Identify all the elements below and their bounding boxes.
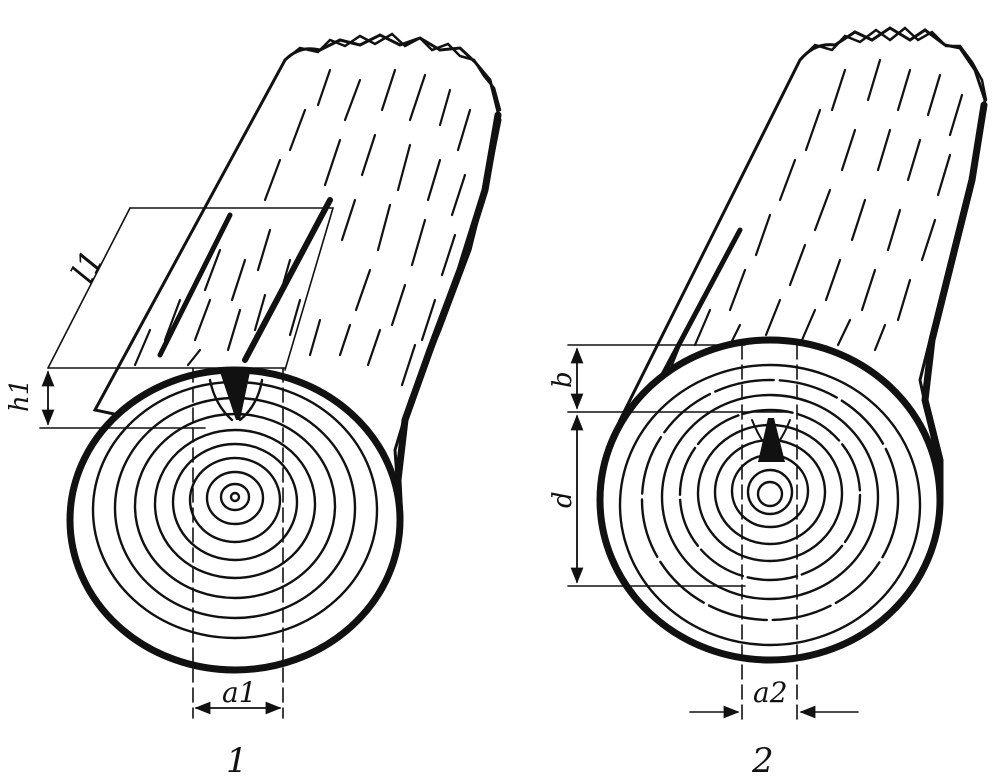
log-2: b d a2 2 [548,26,988,779]
log-1-bark-texture [133,68,472,387]
log-2-crack [758,418,785,462]
log-2-growth-rings [618,363,922,647]
label-a2: a2 [753,676,788,709]
label-a1: a1 [222,676,257,709]
caption-1: 1 [226,741,248,779]
label-l1: l1 [64,244,112,289]
label-d: d [548,491,578,508]
log-1-end-face [66,366,404,674]
caption-2: 2 [751,741,774,779]
log-2-bark-texture [666,58,964,377]
log-1-crack [220,372,250,420]
log-1-dimensions [39,207,335,719]
label-b: b [548,371,578,388]
log-2-end-face [596,336,944,664]
log-1: l1 h1 a1 1 [5,32,502,779]
label-h1: h1 [5,379,35,412]
log-2-dimensions [567,344,859,723]
